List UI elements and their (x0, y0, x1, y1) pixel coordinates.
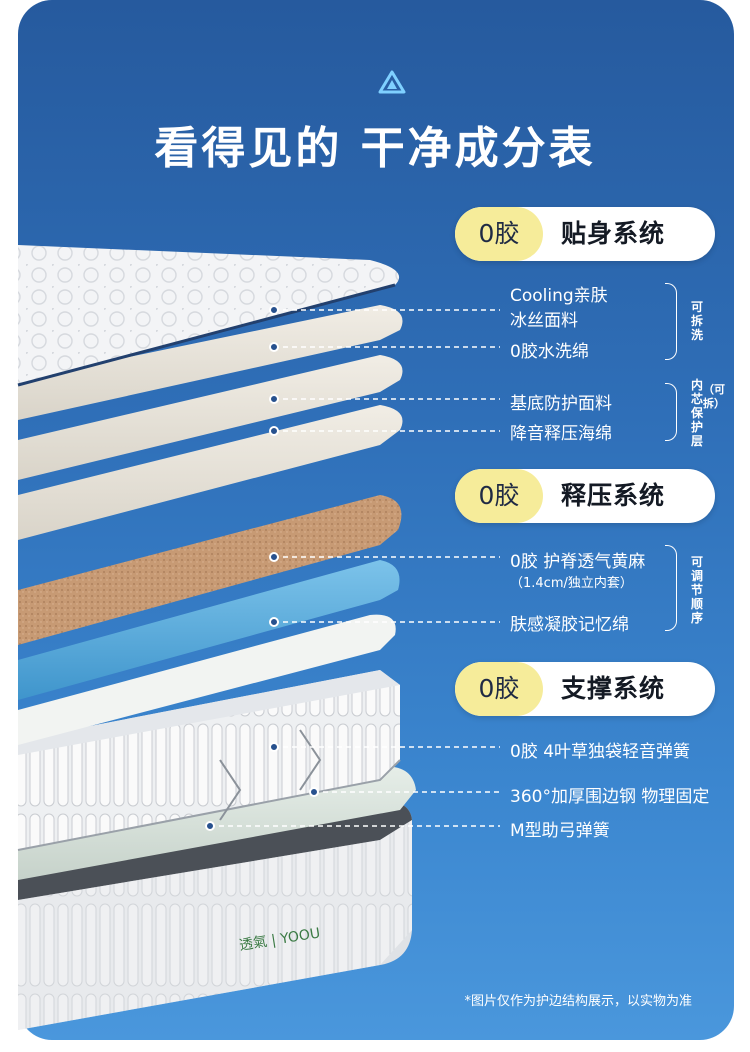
brand-logo-icon (378, 70, 406, 94)
inner-removable-note: （可拆） (703, 383, 725, 410)
layer-label-gel-foam: 肤感凝胶记忆绵 (510, 615, 629, 635)
inner-protection-note: 内芯保护层 (690, 378, 703, 448)
zero-glue-tag: 0胶 (455, 207, 543, 261)
gel-memory-foam-layer (18, 560, 400, 700)
bracket-adjustable (665, 545, 677, 631)
layer-label-pocket-spring: 0胶 4叶草独袋轻音弹簧 (510, 742, 691, 762)
adjustable-note: 可调节顺序 (690, 555, 703, 625)
layer-label-m-spring: M型助弓弹簧 (510, 821, 610, 841)
layer-label-edge-steel: 360°加厚围边钢 物理固定 (510, 787, 710, 807)
layer-label-cooling: Cooling亲肤 冰丝面料 (510, 286, 608, 331)
removable-note: 可拆洗 (690, 300, 703, 342)
system-name: 贴身系统 (561, 219, 666, 248)
bracket-removable (665, 283, 677, 360)
system-pill-support: 0胶 支撑系统 (455, 662, 715, 716)
system-pill-pressure: 0胶 释压系统 (455, 469, 715, 523)
system-pill-contact: 0胶 贴身系统 (455, 207, 715, 261)
sponge-layer (18, 405, 403, 540)
layer-label-sponge: 降音释压海绵 (510, 424, 612, 444)
bracket-inner (665, 383, 677, 441)
pocket-spring-unit (17, 670, 401, 851)
zero-glue-tag: 0胶 (455, 662, 543, 716)
layer-label-base-fabric: 基底防护面料 (510, 394, 612, 414)
white-layer (18, 614, 396, 745)
page-title: 看得见的 干净成分表 (154, 123, 596, 174)
washed-cotton-layer (18, 305, 403, 420)
top-quilted-layer (17, 245, 400, 387)
footnote: *图片仅作为护边结构展示，以实物为准 (464, 994, 692, 1009)
layer-label-jute: 0胶 护脊透气黄麻 （1.4cm/独立内套） (510, 552, 646, 591)
base-fabric-layer (18, 355, 403, 480)
system-name: 释压系统 (561, 481, 666, 510)
layer-label-washed-cotton: 0胶水洗绵 (510, 342, 589, 362)
jute-layer (18, 495, 402, 645)
system-name: 支撑系统 (561, 674, 666, 703)
zero-glue-tag: 0胶 (455, 469, 543, 523)
